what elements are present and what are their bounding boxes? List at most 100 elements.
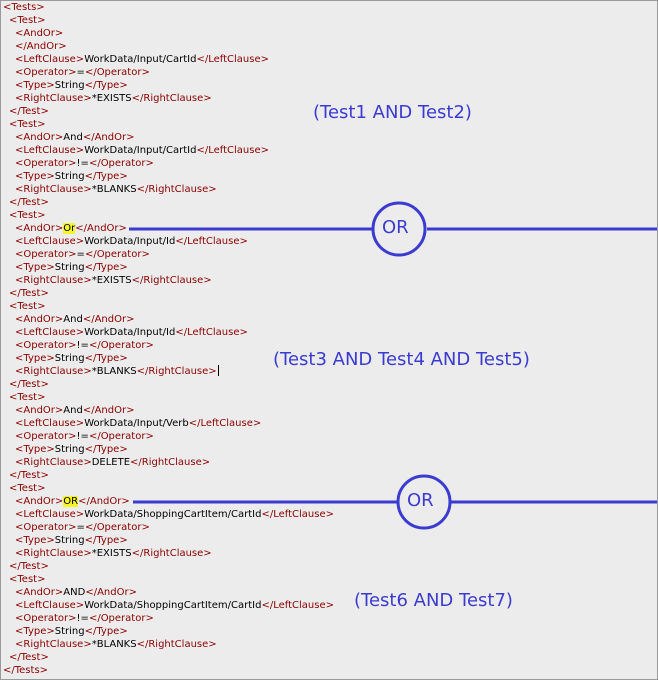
- xml-tag-name: Test: [17, 119, 38, 130]
- xml-bracket: <: [15, 587, 24, 598]
- xml-value: WorkData/ShoppingCartItem/CartId: [84, 600, 262, 611]
- xml-tag-name: AndOr: [87, 223, 119, 234]
- xml-bracket: >: [119, 444, 128, 455]
- xml-tag-name: AndOr: [26, 41, 59, 52]
- xml-tag-name: Test: [17, 483, 38, 494]
- xml-tag-name: Test: [17, 15, 38, 26]
- xml-value: !=: [76, 158, 89, 169]
- xml-value: String: [54, 262, 85, 273]
- xml-bracket: >: [54, 405, 64, 416]
- xml-bracket: >: [128, 587, 137, 598]
- xml-bracket: <: [9, 15, 18, 26]
- xml-bracket: >: [145, 613, 154, 624]
- xml-bracket: >: [239, 236, 248, 247]
- xml-bracket: <: [15, 184, 24, 195]
- xml-line: <AndOr>: [3, 27, 334, 40]
- xml-tag-name: Operator: [100, 431, 146, 442]
- xml-bracket: >: [68, 158, 77, 169]
- xml-bracket: >: [126, 132, 135, 143]
- xml-bracket: </: [175, 327, 188, 338]
- xml-bracket: >: [145, 158, 154, 169]
- xml-bracket: <: [15, 158, 24, 169]
- xml-line: <AndOr>AND</AndOr>: [3, 586, 334, 599]
- xml-tag-name: RightClause: [23, 93, 84, 104]
- xml-bracket: >: [126, 405, 135, 416]
- xml-tag-name: RightClause: [141, 457, 202, 468]
- xml-tag-name: Test: [20, 561, 41, 572]
- xml-bracket: >: [40, 470, 49, 481]
- xml-bracket: <: [15, 314, 24, 325]
- xml-bracket: <: [9, 301, 18, 312]
- xml-bracket: >: [68, 340, 77, 351]
- xml-bracket: </: [9, 561, 21, 572]
- xml-bracket: <: [9, 392, 18, 403]
- group-annotation-1: (Test1 AND Test2): [313, 102, 472, 123]
- xml-tag-name: LeftClause: [23, 145, 76, 156]
- xml-bracket: >: [54, 496, 64, 507]
- xml-bracket: >: [75, 327, 85, 338]
- xml-line: <Operator>!=</Operator>: [3, 430, 334, 443]
- xml-bracket: >: [83, 639, 92, 650]
- xml-bracket: >: [119, 262, 128, 273]
- xml-tag-name: AndOr: [23, 405, 55, 416]
- xml-tag-name: Operator: [23, 158, 69, 169]
- xml-line: <RightClause>*BLANKS</RightClause>: [3, 183, 334, 196]
- xml-value: *EXISTS: [91, 93, 132, 104]
- xml-line: <LeftClause>WorkData/Input/CartId</LeftC…: [3, 144, 334, 157]
- xml-line: <Type>String</Type>: [3, 352, 334, 365]
- xml-bracket: </: [84, 67, 97, 78]
- xml-bracket: </: [84, 626, 97, 637]
- xml-tag-name: LeftClause: [273, 509, 326, 520]
- xml-value: AND: [63, 587, 86, 598]
- xml-source[interactable]: <Tests><Test><AndOr></AndOr><LeftClause>…: [3, 1, 334, 677]
- xml-bracket: </: [75, 223, 88, 234]
- xml-tag-name: RightClause: [23, 184, 84, 195]
- xml-bracket: >: [36, 2, 45, 13]
- xml-tag-name: Operator: [23, 67, 69, 78]
- xml-tag-name: LeftClause: [23, 54, 76, 65]
- xml-value: String: [54, 171, 85, 182]
- xml-value: WorkData/ShoppingCartItem/CartId: [84, 509, 262, 520]
- xml-tag-name: AndOr: [23, 314, 55, 325]
- xml-value: *EXISTS: [91, 548, 132, 559]
- xml-bracket: </: [261, 509, 274, 520]
- xml-line: <LeftClause>WorkData/Input/Id</LeftClaus…: [3, 326, 334, 339]
- xml-bracket: >: [54, 314, 64, 325]
- xml-line: <AndOr>Or</AndOr>: [3, 222, 334, 235]
- xml-tag-name: AndOr: [94, 132, 127, 143]
- xml-line: <Type>String</Type>: [3, 534, 334, 547]
- xml-value: String: [54, 444, 85, 455]
- xml-bracket: <: [15, 93, 24, 104]
- xml-value: WorkData/Input/CartId: [84, 54, 197, 65]
- xml-tag-name: RightClause: [23, 275, 84, 286]
- xml-bracket: >: [37, 301, 46, 312]
- xml-tag-name: AndOr: [23, 28, 55, 39]
- xml-line: <LeftClause>WorkData/ShoppingCartItem/Ca…: [3, 599, 334, 612]
- xml-tag-name: RightClause: [143, 93, 204, 104]
- xml-line: <Operator>!=</Operator>: [3, 339, 334, 352]
- xml-line: <Test>: [3, 573, 334, 586]
- xml-line: <Test>: [3, 391, 334, 404]
- xml-bracket: <: [15, 223, 24, 234]
- xml-bracket: </: [15, 41, 27, 52]
- xml-bracket: </: [88, 340, 101, 351]
- xml-line: <Tests>: [3, 1, 334, 14]
- xml-bracket: </: [88, 613, 101, 624]
- xml-tag-name: Type: [96, 262, 120, 273]
- xml-bracket: </: [88, 431, 101, 442]
- xml-bracket: >: [46, 353, 55, 364]
- xml-line: </Tests>: [3, 664, 334, 677]
- xml-line: <AndOr>OR</AndOr>: [3, 495, 334, 508]
- xml-bracket: </: [131, 93, 144, 104]
- xml-value: =: [76, 522, 85, 533]
- xml-bracket: </: [84, 249, 97, 260]
- xml-bracket: <: [9, 483, 18, 494]
- xml-bracket: <: [15, 28, 24, 39]
- xml-tag-name: RightClause: [148, 366, 209, 377]
- xml-bracket: <: [15, 171, 24, 182]
- xml-tag-name: LeftClause: [187, 327, 240, 338]
- xml-tag-name: LeftClause: [187, 236, 240, 247]
- xml-line: </Test>: [3, 196, 334, 209]
- xml-value: And: [63, 132, 83, 143]
